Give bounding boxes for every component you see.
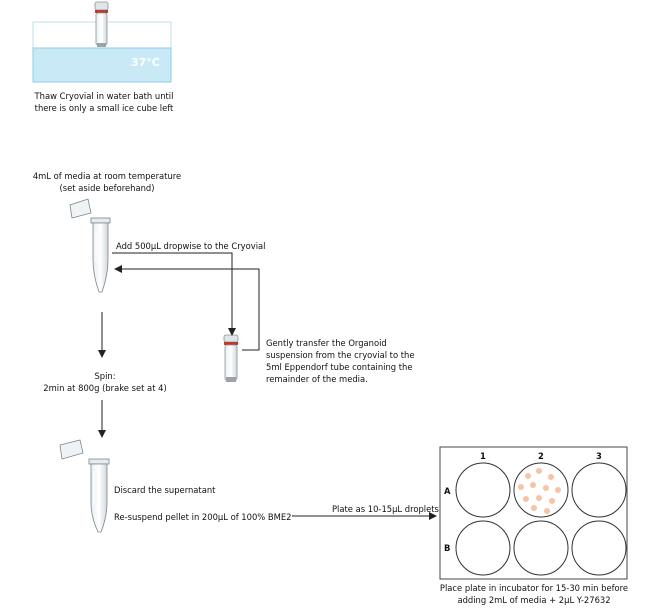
water-bath-water <box>32 47 172 83</box>
arrow-add-media <box>112 252 236 336</box>
cryovial-icon <box>223 334 239 382</box>
plate-arrow-label: Plate as 10-15µL droplets <box>332 504 439 514</box>
add-step-label: Add 500µL dropwise to the Cryovial <box>116 241 266 251</box>
plate-caption: Place plate in incubator for 15-30 min b… <box>439 583 629 605</box>
well-A1 <box>455 462 511 518</box>
arrow-transfer-back <box>114 265 260 351</box>
plate-row-A: A <box>444 486 451 496</box>
eppendorf-tube-icon <box>69 198 111 293</box>
water-bath <box>32 21 172 83</box>
well-A3 <box>571 462 627 518</box>
plate-column-3: 3 <box>596 451 602 461</box>
resuspend-step-label: Re-suspend pellet in 200µL of 100% BME2 <box>114 512 292 522</box>
bath-temperature: 37°C <box>131 56 160 69</box>
plate-column-2: 2 <box>538 451 544 461</box>
spin-step-label: Spin: 2min at 800g (brake set at 4) <box>43 371 167 393</box>
plate-column-1: 1 <box>480 451 486 461</box>
eppendorf-tube-pellet-icon <box>59 439 110 533</box>
transfer-step-label: Gently transfer the Organoid suspension … <box>266 338 415 384</box>
droplets <box>518 468 561 514</box>
media-note: 4mL of media at room temperature (set as… <box>32 171 182 193</box>
cryovial-in-bath-icon <box>94 1 109 47</box>
well-B3 <box>571 520 627 576</box>
discard-step-label: Discard the supernatant <box>114 485 216 495</box>
well-B1 <box>455 520 511 576</box>
well-B2 <box>513 520 569 576</box>
plate-row-B: B <box>444 543 451 553</box>
bath-caption: Thaw Cryovial in water bath until there … <box>34 91 174 113</box>
well-plate <box>439 446 628 580</box>
